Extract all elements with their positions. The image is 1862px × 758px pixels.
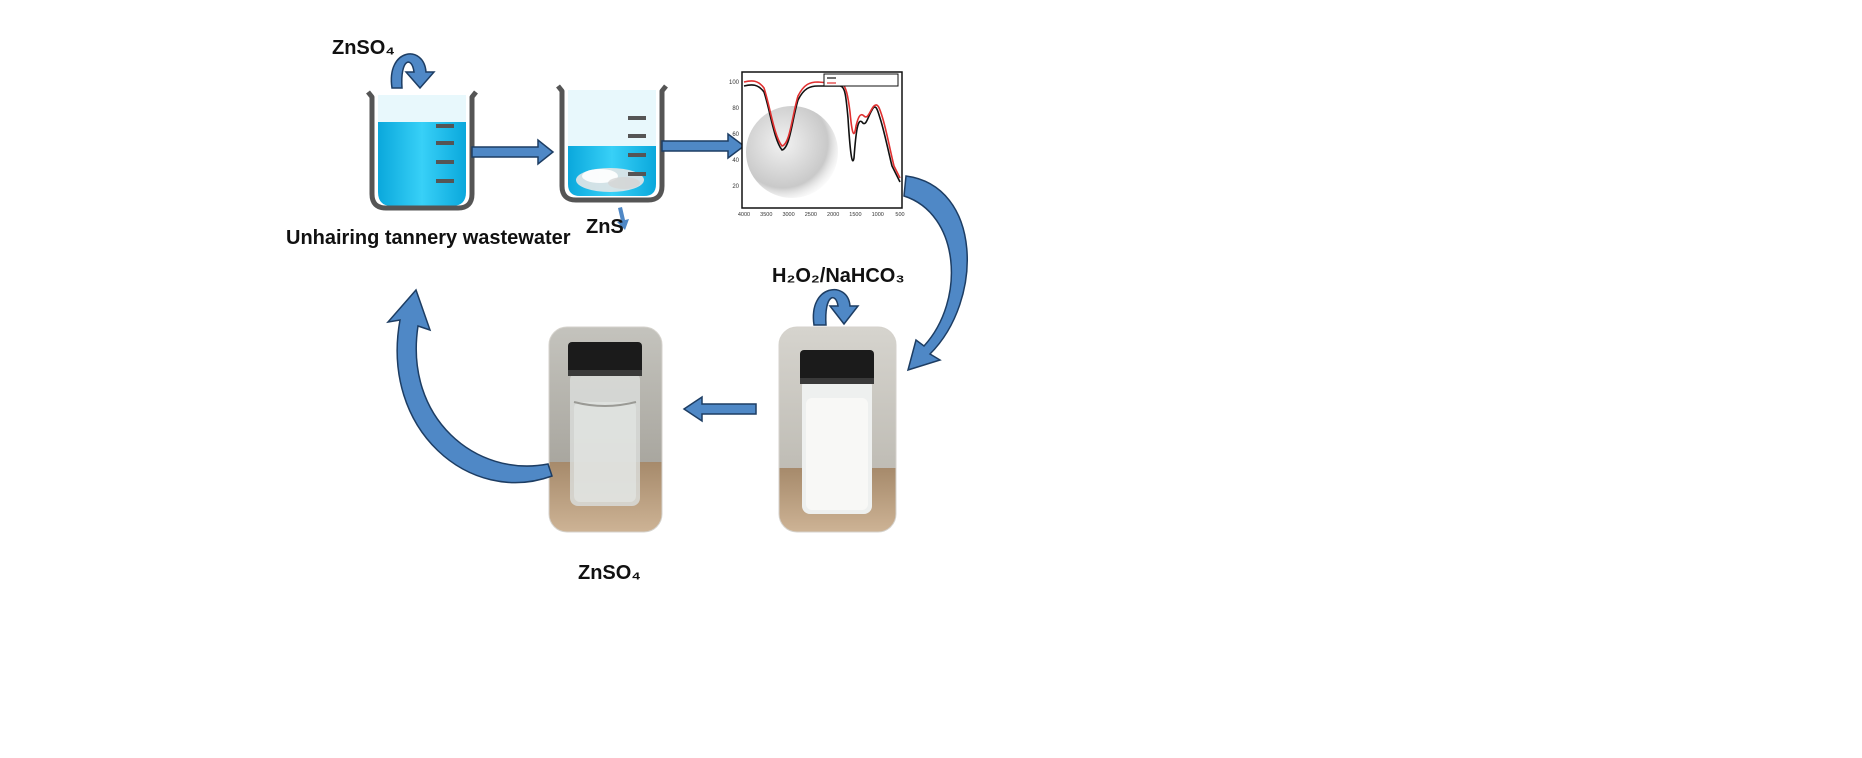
spectrum-x-tick: 500 xyxy=(895,212,904,218)
arrow-icon xyxy=(386,288,553,484)
vial-icon xyxy=(779,327,896,532)
ftir-spectrum: 100 80 60 40 20 4000 3500 3000 2500 2000 1500 1000… xyxy=(729,71,905,218)
spectrum-x-tick: 1000 xyxy=(872,212,884,218)
zinc-sulfate-label-bottom: ZnSO₄ xyxy=(578,562,641,584)
arrow-icon xyxy=(682,395,757,423)
vial-icon xyxy=(549,327,662,532)
spectrum-y-tick: 40 xyxy=(732,158,739,164)
arrow-icon xyxy=(661,132,746,160)
arrow-icon xyxy=(903,175,968,372)
spectrum-y-tick: 20 xyxy=(732,184,739,190)
arrow-icon xyxy=(812,289,860,326)
arrow-icon xyxy=(617,207,629,230)
arrow-icon xyxy=(390,53,436,90)
beaker-icon xyxy=(366,90,478,211)
spectrum-y-tick: 80 xyxy=(732,106,739,112)
zinc-sulfide-label: ZnS xyxy=(586,216,624,238)
spectrum-x-tick: 4000 xyxy=(738,212,750,218)
oxidant-label: H₂O₂/NaHCO₃ xyxy=(772,265,905,287)
spectrum-y-tick: 60 xyxy=(732,132,739,138)
spectrum-x-tick: 3500 xyxy=(760,212,772,218)
spectrum-x-tick: 2000 xyxy=(827,212,839,218)
spectrum-x-tick: 3000 xyxy=(782,212,794,218)
spectrum-x-tick: 2500 xyxy=(805,212,817,218)
spectrum-series-red xyxy=(743,80,901,179)
zns-particle-image xyxy=(746,106,838,198)
beaker-icon xyxy=(556,84,668,203)
arrow-icon xyxy=(471,138,555,166)
wastewater-label: Unhairing tannery wastewater xyxy=(286,227,571,249)
zinc-sulfate-label-top: ZnSO₄ xyxy=(332,37,395,59)
spectrum-series-black xyxy=(743,84,901,183)
spectrum-x-tick: 1500 xyxy=(849,212,861,218)
spectrum-y-tick: 100 xyxy=(729,80,740,86)
